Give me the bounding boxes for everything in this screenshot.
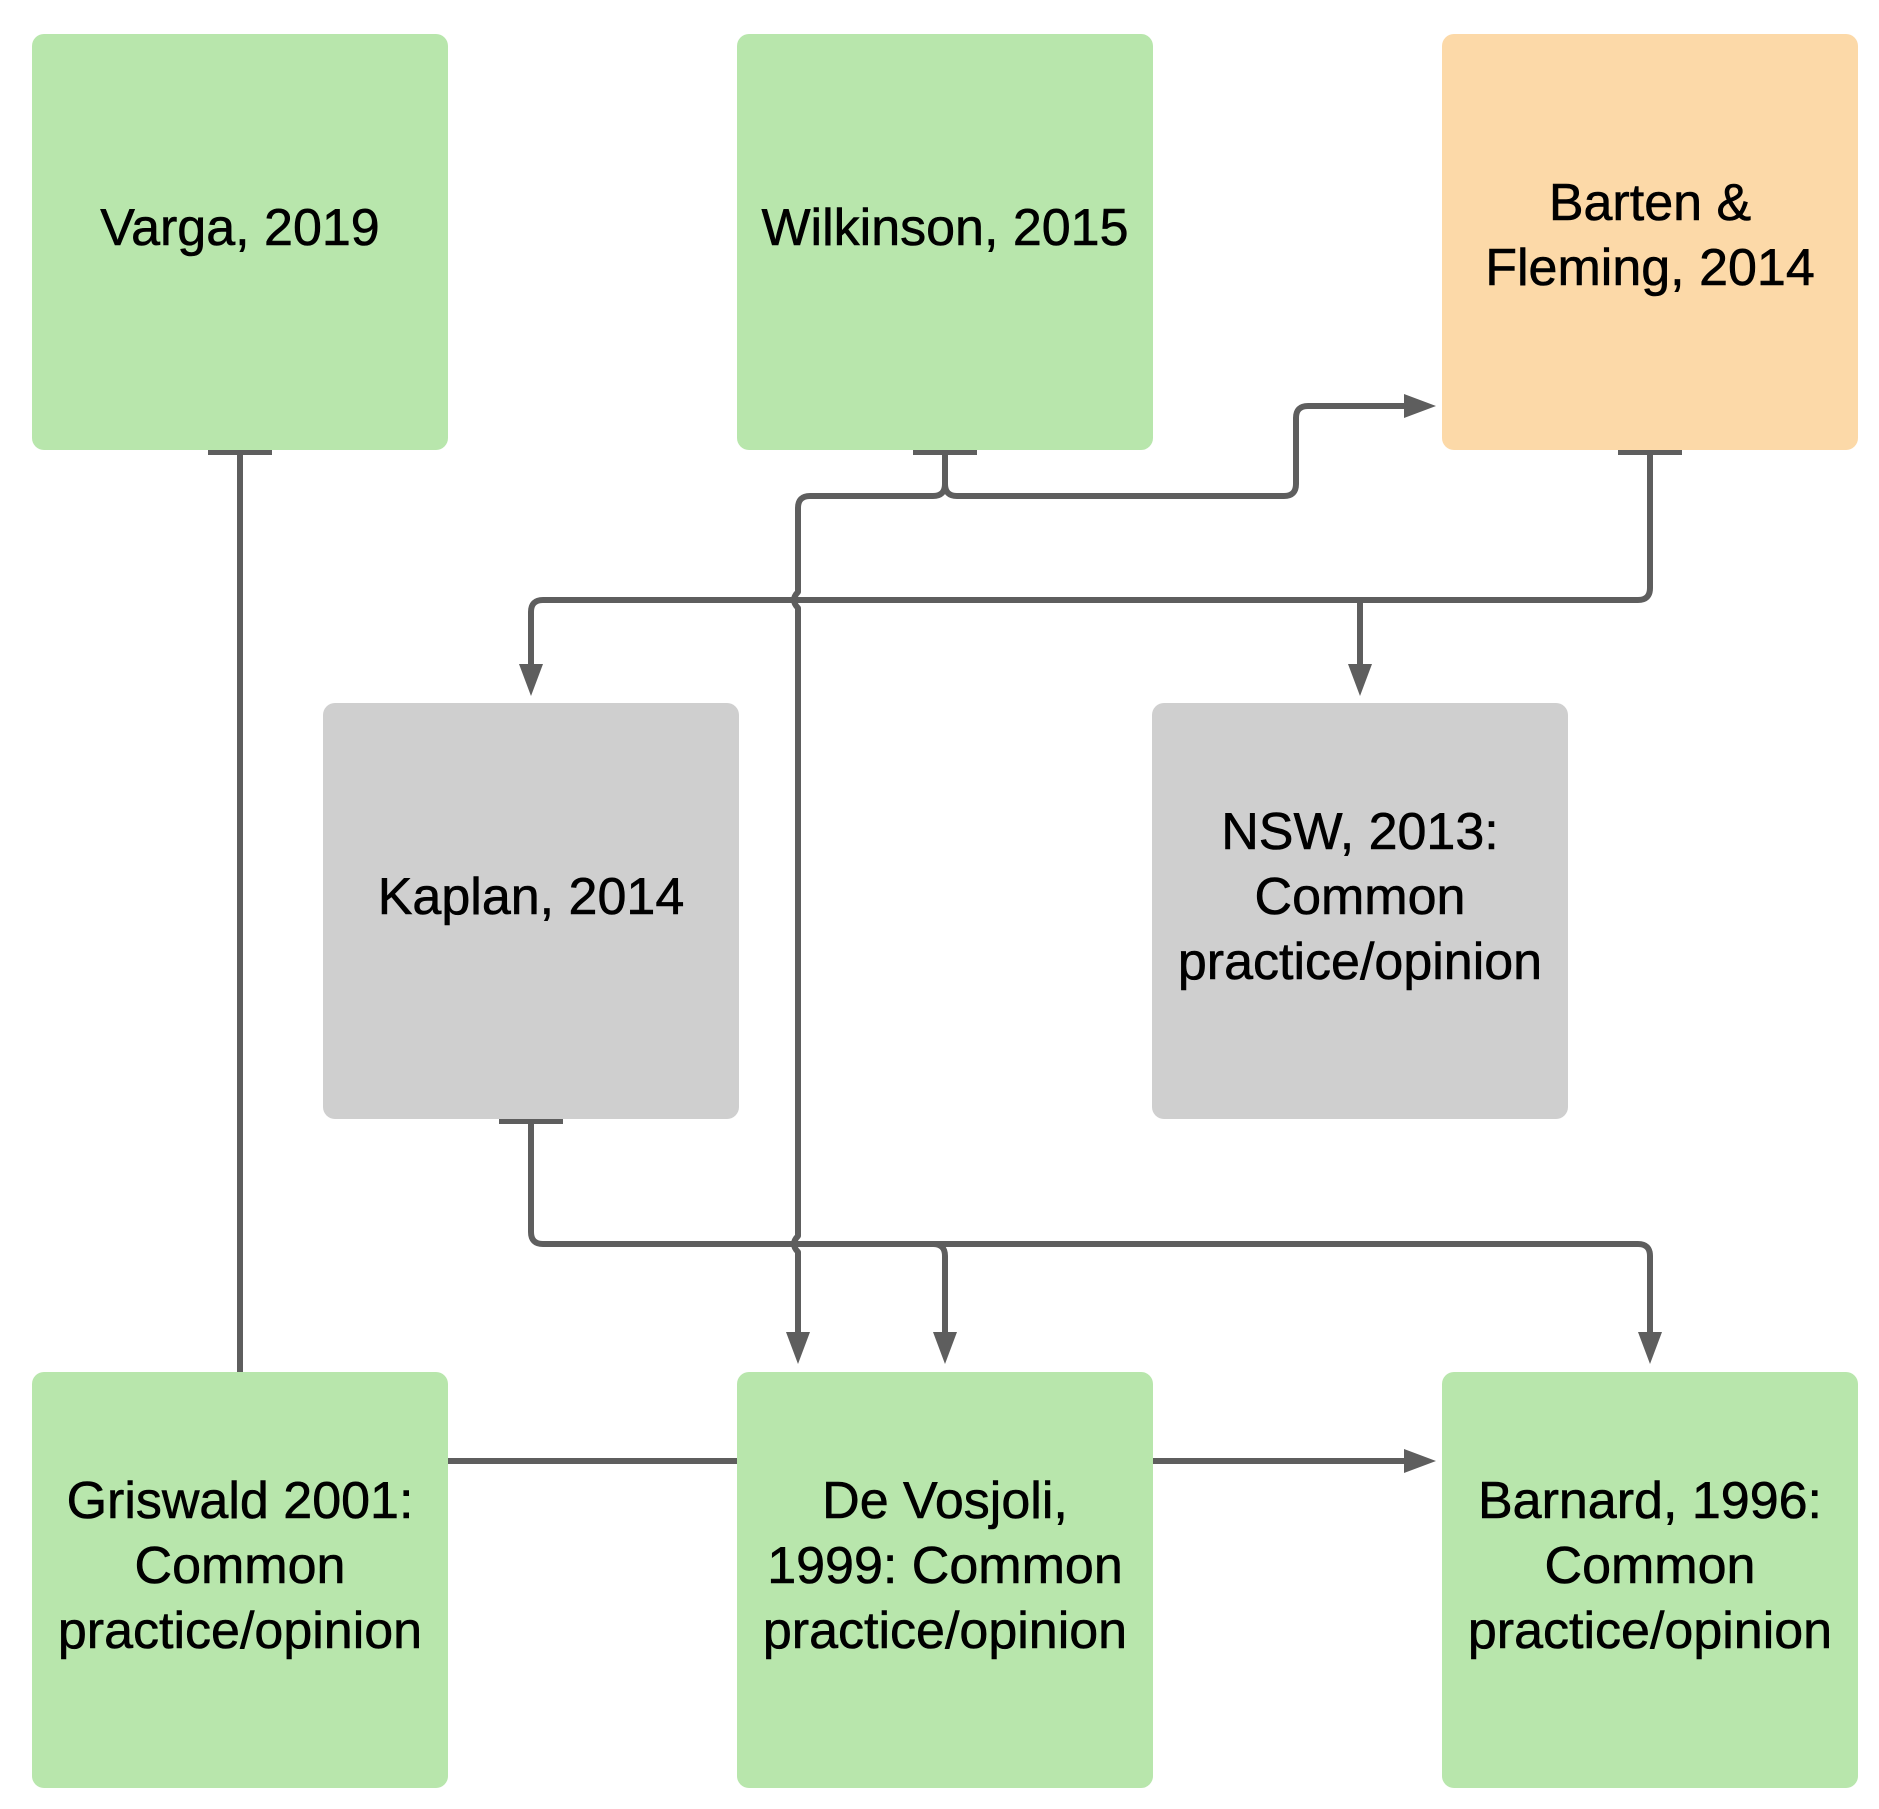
node-label-barten-fleming: Barten & Fleming, 2014 [1485, 174, 1815, 298]
node-barnard[interactable]: Barnard, 1996: Common practice/opinion [1442, 1372, 1858, 1788]
node-nsw[interactable]: NSW, 2013: Common practice/opinion [1152, 703, 1568, 1119]
arrowhead-devosjoli-center [933, 1332, 957, 1364]
arrowhead-barnard-left [1404, 1449, 1436, 1473]
node-label-varga: Varga, 2019 [100, 199, 380, 258]
edge-barten-kaplan [528, 452, 1653, 668]
node-label-kaplan: Kaplan, 2014 [377, 868, 685, 927]
node-label-nsw: NSW, 2013: Common practice/opinion [1177, 803, 1543, 992]
arrowhead-barten-top [1404, 394, 1436, 418]
arrowhead-nsw-top [1348, 664, 1372, 696]
node-griswald[interactable]: Griswald 2001: Common practice/opinion [32, 1372, 448, 1788]
node-label-griswald: Griswald 2001: Common practice/opinion [57, 1472, 423, 1661]
edge-wilkinson-devosjoli [791, 483, 948, 1336]
arrowhead-devosjoli-left [786, 1332, 810, 1364]
node-barten-fleming[interactable]: Barten & Fleming, 2014 [1442, 34, 1858, 450]
arrowhead-barnard-top [1638, 1332, 1662, 1364]
node-wilkinson[interactable]: Wilkinson, 2015 [737, 34, 1153, 450]
node-label-barnard: Barnard, 1996: Common practice/opinion [1467, 1472, 1833, 1661]
node-kaplan[interactable]: Kaplan, 2014 [323, 703, 739, 1119]
node-label-wilkinson: Wilkinson, 2015 [761, 199, 1129, 258]
edge-kaplan-barnard [528, 1121, 1653, 1336]
edge-kaplan-devosjoli [932, 1241, 948, 1336]
node-label-de-vosjoli: De Vosjoli, 1999: Common practice/opinio… [762, 1472, 1128, 1661]
arrowhead-kaplan-top [519, 664, 543, 696]
node-varga[interactable]: Varga, 2019 [32, 34, 448, 450]
node-de-vosjoli[interactable]: De Vosjoli, 1999: Common practice/opinio… [737, 1372, 1153, 1788]
edge-wilkinson-barten [942, 403, 1408, 499]
